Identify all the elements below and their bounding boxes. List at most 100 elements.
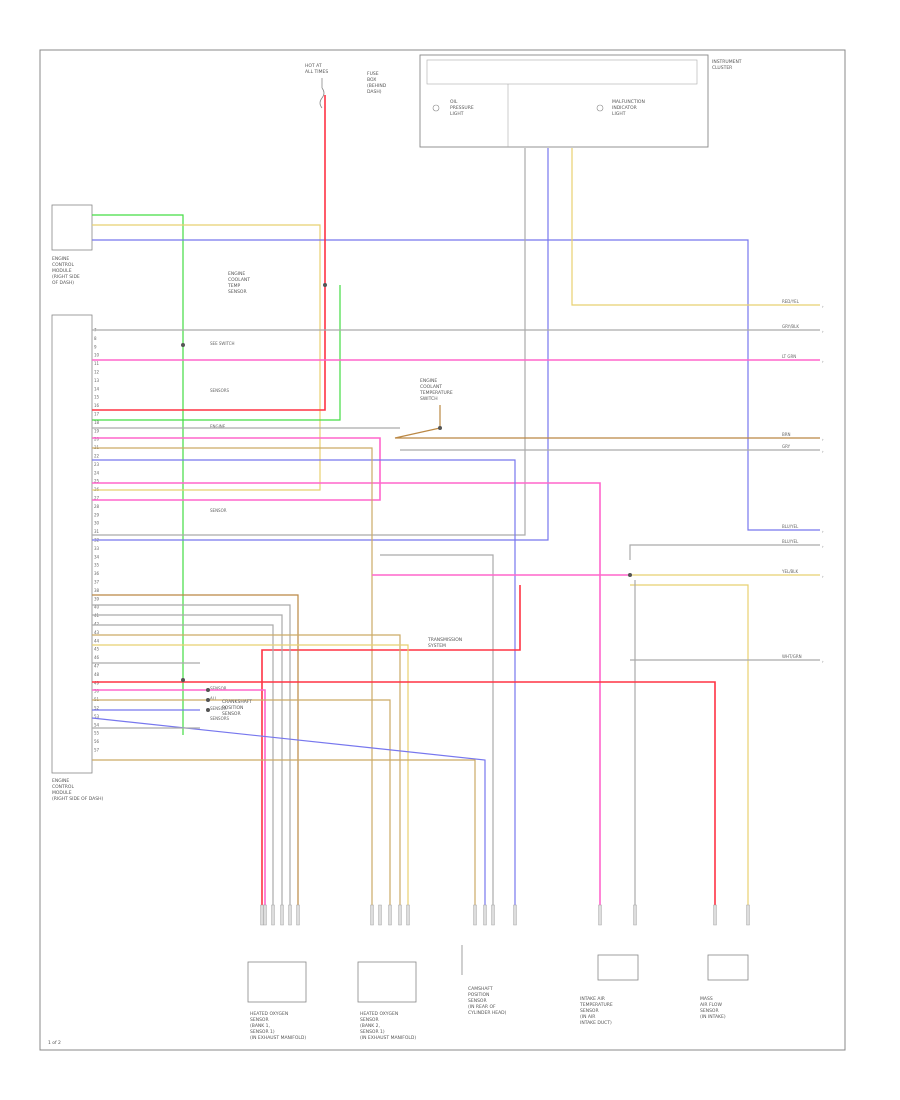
wire-gray bbox=[380, 554, 494, 915]
ecm-pin-label: 50 bbox=[94, 689, 100, 694]
splice-label-1a: ENGINE bbox=[228, 271, 245, 277]
ecm-upper-label-3: MODULE bbox=[52, 268, 72, 274]
ecm-pin-label: 40 bbox=[94, 605, 100, 610]
right-exit-arrow: › bbox=[822, 574, 824, 579]
ecm-pin-label: 33 bbox=[94, 546, 100, 551]
ecm-pin-label: 8 bbox=[94, 336, 97, 341]
splice-label-2c: TEMPERATURE bbox=[419, 390, 453, 396]
wire-brown bbox=[394, 405, 820, 439]
o2-1-label-4: SENSOR 1) bbox=[250, 1029, 275, 1035]
splice-dot bbox=[438, 426, 442, 430]
wire-gray bbox=[92, 624, 274, 915]
right-exit-label: BLU/YEL bbox=[782, 524, 799, 529]
connector-pin bbox=[296, 904, 300, 926]
connector-pin bbox=[598, 904, 602, 926]
cmp-label-5: CYLINDER HEAD) bbox=[468, 1010, 507, 1016]
fuse-label-3: (BEHIND bbox=[367, 83, 387, 89]
ecm-pin-label: 46 bbox=[94, 655, 100, 660]
splice-dot bbox=[181, 678, 185, 682]
splice-label-1d: SENSOR bbox=[228, 289, 247, 295]
maf-sensor-box bbox=[707, 954, 749, 981]
mil-label-2: INDICATOR bbox=[612, 105, 637, 111]
connector-pin bbox=[483, 904, 487, 926]
ecm-pin-label: 45 bbox=[94, 647, 100, 652]
wire-tan bbox=[92, 759, 476, 915]
o2-1-label-3: (BANK 1, bbox=[250, 1023, 270, 1029]
oil-light-label-1: OIL bbox=[450, 99, 458, 105]
right-exit-label: BRN bbox=[782, 432, 791, 437]
fuse-label-1: FUSE bbox=[367, 71, 379, 77]
ecm-pin-label: 52 bbox=[94, 706, 100, 711]
connector-pin bbox=[280, 904, 284, 926]
splice-label-4b: POSITION bbox=[222, 705, 243, 711]
iat-label-3: SENSOR bbox=[580, 1008, 599, 1014]
ecm-pin-label: 15 bbox=[94, 395, 100, 400]
cmp-label-2: POSITION bbox=[468, 992, 489, 998]
right-exit-label: WHT/GRN bbox=[782, 654, 802, 659]
o2-2-label-5: (IN EXHAUST MANIFOLD) bbox=[360, 1035, 416, 1041]
ecm-pin-label: 12 bbox=[94, 370, 100, 375]
ecm-pin-label: 43 bbox=[94, 630, 100, 635]
iat-label-2: TEMPERATURE bbox=[579, 1002, 613, 1008]
wire-brown bbox=[92, 594, 299, 915]
splice-labels: ENGINE COOLANT TEMP SENSOR ENGINE COOLAN… bbox=[222, 271, 462, 717]
connector-pin bbox=[378, 904, 382, 926]
maf-label-3: SENSOR bbox=[700, 1008, 719, 1014]
splice-dot bbox=[323, 283, 327, 287]
ecm-lower-label-3: MODULE bbox=[52, 790, 72, 796]
iat-label-1: INTAKE AIR bbox=[580, 996, 605, 1002]
ecm-pin-label: 29 bbox=[94, 512, 100, 517]
right-exit-label: LT GRN bbox=[782, 354, 796, 359]
ecm-note: SENSOR bbox=[210, 508, 227, 513]
splice-label-1c: TEMP bbox=[227, 283, 240, 289]
ecm-note: SENSORS bbox=[210, 716, 230, 721]
ecm-pin-label: 9 bbox=[94, 344, 97, 349]
ecm-pin-label: 53 bbox=[94, 714, 100, 719]
ecm-pin-label: 42 bbox=[94, 622, 100, 627]
connector-pin bbox=[633, 904, 637, 926]
right-exit-arrow: › bbox=[822, 659, 824, 664]
ecm-pin-label: 18 bbox=[94, 420, 100, 425]
power-source-label-1: HOT AT bbox=[305, 63, 322, 69]
ecm-upper-label-2: CONTROL bbox=[52, 262, 74, 268]
lamp-icon bbox=[432, 104, 440, 112]
splice-label-4a: CRANKSHAFT bbox=[222, 699, 252, 705]
wire-pink bbox=[92, 437, 381, 501]
cmp-label-3: SENSOR bbox=[468, 998, 487, 1004]
o2-1-label-2: SENSOR bbox=[250, 1017, 269, 1023]
splice-label-2a: ENGINE bbox=[420, 378, 437, 384]
wire-yellow bbox=[630, 584, 749, 915]
splice-label-2d: SWITCH bbox=[420, 396, 438, 402]
connector-pin bbox=[398, 904, 402, 926]
right-exit-arrow: › bbox=[822, 329, 824, 334]
ecm-pin-label: 48 bbox=[94, 672, 100, 677]
ecm-pin-label: 19 bbox=[94, 428, 100, 433]
right-exit-arrow: › bbox=[822, 449, 824, 454]
o2-2-label-4: SENSOR 1) bbox=[360, 1029, 385, 1035]
wire-red bbox=[92, 681, 716, 915]
wire-blue bbox=[92, 459, 516, 915]
maf-label-2: AIR FLOW bbox=[700, 1002, 722, 1008]
wire-yellow bbox=[571, 148, 820, 306]
connector-pin bbox=[473, 904, 477, 926]
fuse-label-4: DASH) bbox=[367, 89, 382, 95]
wire-gray bbox=[629, 544, 820, 560]
ecm: ENGINE CONTROL MODULE (RIGHT SIDE OF DAS… bbox=[51, 204, 103, 802]
wire-gray bbox=[92, 614, 283, 915]
wire-red bbox=[261, 585, 521, 915]
maf-label-4: (IN INTAKE) bbox=[700, 1014, 726, 1020]
power-source-label-2: ALL TIMES bbox=[305, 69, 328, 75]
ecm-pin-label: 47 bbox=[94, 664, 100, 669]
wire-tan bbox=[92, 699, 391, 915]
right-exit-arrow: › bbox=[822, 359, 824, 364]
ecm-note: SEE SWITCH bbox=[210, 341, 235, 346]
connector-pin bbox=[406, 904, 410, 926]
lamp-icon bbox=[596, 104, 604, 112]
right-exit-label: GRY/BLK bbox=[782, 324, 799, 329]
ecm-pin-label: 55 bbox=[94, 731, 100, 736]
ecm-note: SENSOR bbox=[210, 706, 227, 711]
o2-2-label-3: (BANK 2, bbox=[360, 1023, 380, 1029]
right-exit-label: BLU/YEL bbox=[782, 539, 799, 544]
ecm-pin-label: 56 bbox=[94, 739, 100, 744]
right-exit-arrow: › bbox=[822, 304, 824, 309]
